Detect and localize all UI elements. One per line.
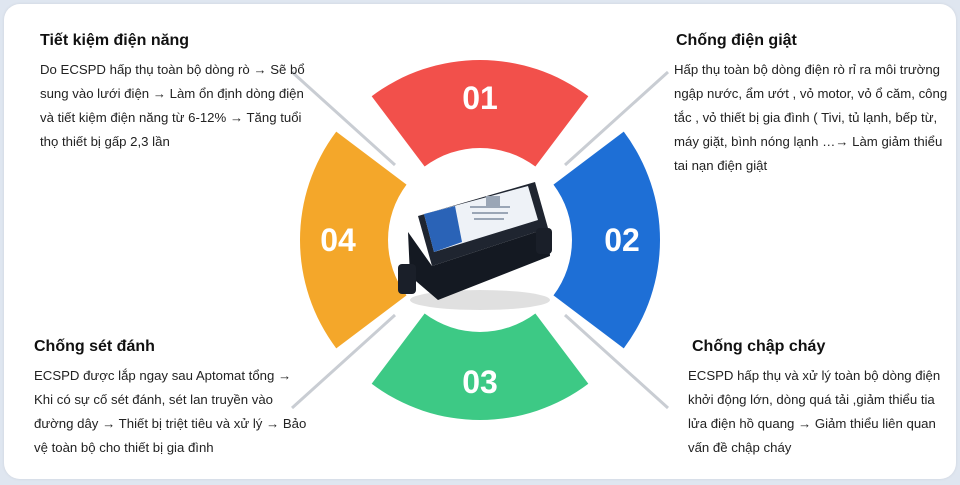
feature-description: Hấp thụ toàn bộ dòng điện rò rỉ ra môi t… [674, 62, 948, 173]
feature-title: Tiết kiệm điện năng [40, 32, 190, 49]
feature-description: ECSPD hấp thụ và xử lý toàn bộ dòng điện… [688, 368, 941, 455]
connector-line-top-left [290, 70, 397, 167]
device-side [408, 228, 550, 300]
device-mount-left [398, 264, 416, 294]
feature-anti-electric-shock: Chống điện giật Hấp thụ toàn bộ dòng điệ… [674, 32, 956, 178]
feature-energy-saving: Tiết kiệm điện năng Do ECSPD hấp thụ toà… [40, 32, 315, 154]
segment-02 [553, 131, 660, 349]
segment-01 [371, 59, 589, 167]
segment-number-03: 03 [462, 364, 498, 400]
segment-number-01: 01 [462, 80, 498, 116]
feature-title: Chống điện giật [676, 32, 797, 49]
segment-04 [300, 131, 407, 349]
feature-title: Chống sét đánh [34, 338, 155, 355]
device-mount-right [536, 228, 552, 254]
feature-short-circuit-protection: Chống chập cháy ECSPD hấp thụ và xử lý t… [688, 338, 952, 460]
connector-line-bottom-left [290, 313, 397, 410]
connector-line-top-right [563, 70, 670, 167]
segment-number-02: 02 [604, 222, 640, 258]
segment-number-04: 04 [320, 222, 356, 258]
connector-line-bottom-right [563, 313, 670, 410]
feature-title: Chống chập cháy [692, 338, 826, 355]
feature-description: Do ECSPD hấp thụ toàn bộ dòng rò → Sẽ bổ… [40, 62, 305, 149]
feature-lightning-protection: Chống sét đánh ECSPD được lắp ngay sau A… [34, 338, 309, 460]
segment-03 [371, 313, 589, 420]
ecspd-device [398, 182, 552, 310]
device-accent-stripe [424, 206, 462, 252]
feature-description: ECSPD được lắp ngay sau Aptomat tổng → K… [34, 368, 307, 455]
